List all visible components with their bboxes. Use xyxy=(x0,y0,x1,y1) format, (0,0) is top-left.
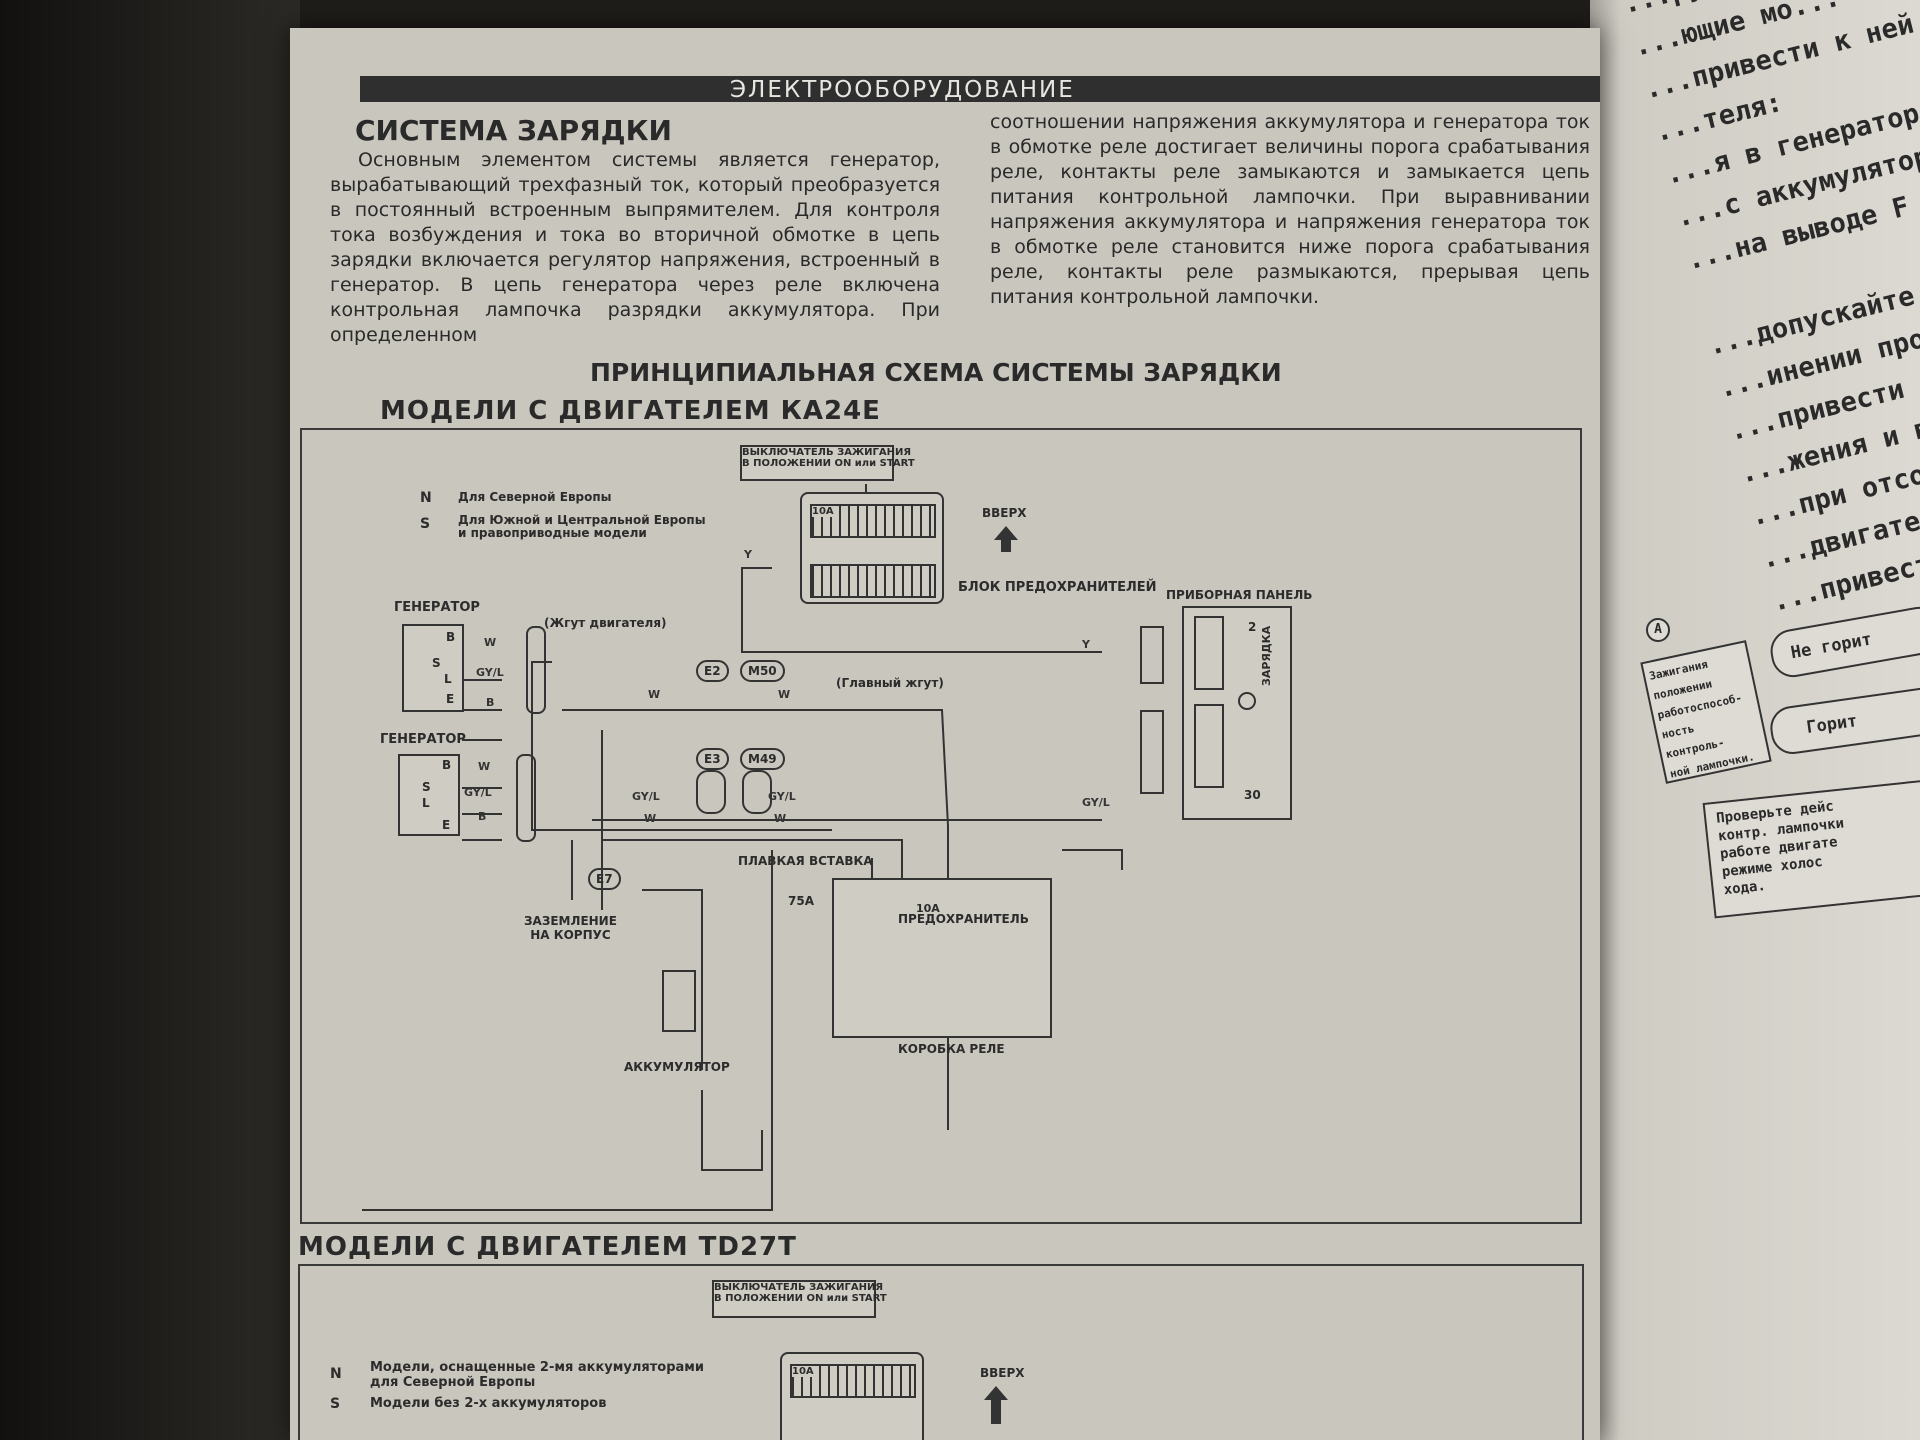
connector-e7: E7 xyxy=(588,868,621,890)
generator2: B S L E xyxy=(398,754,460,836)
generator2-label: ГЕНЕРАТОР xyxy=(380,732,466,747)
legend-no-two-batteries: Модели без 2-х аккумуляторов xyxy=(370,1396,607,1411)
legend-s-icon: S xyxy=(420,516,431,532)
legend-n-icon: N xyxy=(420,490,432,506)
fuse-row-bottom xyxy=(810,564,936,598)
panel-connector-bottom xyxy=(1194,704,1224,788)
section-title: ЭЛЕКТРООБОРУДОВАНИЕ xyxy=(730,77,1075,103)
fusible-link-label: ПЛАВКАЯ ВСТАВКА xyxy=(738,854,873,868)
diagram-td27t: ВЫКЛЮЧАТЕЛЬ ЗАЖИГАНИЯ В ПОЛОЖЕНИИ ON или… xyxy=(298,1264,1584,1440)
fuse-row-td27t xyxy=(790,1364,916,1398)
fuse-block: 10A xyxy=(800,492,944,604)
charge-lamp-label: ЗАРЯДКА xyxy=(1260,625,1273,686)
ignition-switch: ВЫКЛЮЧАТЕЛЬ ЗАЖИГАНИЯ В ПОЛОЖЕНИИ ON или… xyxy=(740,445,915,481)
connector-m49-body xyxy=(742,770,772,814)
generator1: B S L E xyxy=(402,624,464,712)
fusible-75a: 75A xyxy=(788,894,814,908)
legend-n-icon-td27t: N xyxy=(330,1366,342,1382)
model-td27t-heading: МОДЕЛИ С ДВИГАТЕЛЕМ TD27T xyxy=(298,1232,797,1262)
up-arrow-stem-td27t xyxy=(991,1400,1001,1424)
legend-north-europe: Для Северной Европы xyxy=(458,490,612,504)
flow-check-box: Проверьте дейс контр. лампочки работе дв… xyxy=(1702,777,1920,919)
background-left xyxy=(0,0,300,1440)
engine-harness-bar-bottom xyxy=(516,754,536,842)
up-arrow-icon xyxy=(994,526,1018,540)
connector-m49: M49 xyxy=(740,748,785,770)
flow-lit: Горит xyxy=(1767,683,1920,757)
article-text-right: соотношении напряжения аккумулятора и ге… xyxy=(990,111,1590,308)
generator1-label: ГЕНЕРАТОР xyxy=(394,600,480,615)
right-page: ...ругации ...ющие мо... ...привести к н… xyxy=(1590,0,1920,1440)
relay-box-label: КОРОБКА РЕЛЕ xyxy=(898,1042,1005,1056)
relay-box: 10A ПРЕДОХРАНИТЕЛЬ xyxy=(832,878,1052,1038)
book-page: ЭЛЕКТРООБОРУДОВАНИЕ СИСТЕМА ЗАРЯДКИ Осно… xyxy=(290,28,1600,1440)
panel-connector-top xyxy=(1194,616,1224,690)
main-harness-label: (Главный жгут) xyxy=(836,676,944,690)
diagram-ka24e: ВЫКЛЮЧАТЕЛЬ ЗАЖИГАНИЯ В ПОЛОЖЕНИИ ON или… xyxy=(300,428,1582,1224)
connector-panel-left-bottom xyxy=(1140,710,1164,794)
connector-e3: E3 xyxy=(696,748,729,770)
charge-lamp-icon xyxy=(1238,692,1256,710)
up-label: ВВЕРХ xyxy=(982,506,1027,520)
section-header-bar: ЭЛЕКТРООБОРУДОВАНИЕ xyxy=(360,76,1600,103)
battery xyxy=(662,970,696,1032)
up-arrow-icon-td27t xyxy=(984,1386,1008,1400)
engine-harness-label: (Жгут двигателя) xyxy=(544,616,667,630)
ignition-switch-td27t: ВЫКЛЮЧАТЕЛЬ ЗАЖИГАНИЯ В ПОЛОЖЕНИИ ON или… xyxy=(712,1280,887,1318)
instrument-panel: 2 ЗАРЯДКА 30 xyxy=(1182,606,1292,820)
connector-m50: M50 xyxy=(740,660,785,682)
legend-two-batteries: Модели, оснащенные 2-мя аккумуляторами д… xyxy=(370,1360,705,1390)
up-label-td27t: ВВЕРХ xyxy=(980,1366,1025,1380)
connector-panel-left-top xyxy=(1140,626,1164,684)
article-text-left: Основным элементом системы является гене… xyxy=(330,149,940,346)
model-ka24e-heading: МОДЕЛИ С ДВИГАТЕЛЕМ КА24Е xyxy=(380,396,881,426)
ground-label: ЗАЗЕМЛЕНИЕ НА КОРПУС xyxy=(524,914,617,942)
legend-s-icon-td27t: S xyxy=(330,1396,341,1412)
instrument-panel-label: ПРИБОРНАЯ ПАНЕЛЬ xyxy=(1166,588,1313,602)
fuse-label: ПРЕДОХРАНИТЕЛЬ xyxy=(898,912,1029,926)
connector-e3-body xyxy=(696,770,726,814)
scheme-title: ПРИНЦИПИАЛЬНАЯ СХЕМА СИСТЕМЫ ЗАРЯДКИ xyxy=(590,358,1282,387)
fuse-block-td27t: 10A xyxy=(780,1352,924,1440)
up-arrow-stem xyxy=(1001,540,1011,552)
connector-e2: E2 xyxy=(696,660,729,682)
battery-label: АККУМУЛЯТОР xyxy=(624,1060,730,1074)
flow-marker: A xyxy=(1646,618,1670,642)
engine-harness-bar-top xyxy=(526,626,546,714)
fuse-block-label: БЛОК ПРЕДОХРАНИТЕЛЕЙ xyxy=(958,580,1157,595)
legend-south-europe: Для Южной и Центральной Европы и правопр… xyxy=(458,513,706,540)
right-page-text: ...ругации ...ющие мо... ...привести к н… xyxy=(1620,0,1920,630)
article-title: СИСТЕМА ЗАРЯДКИ xyxy=(355,114,672,147)
flow-box-check-lamp: Зажигания положении работоспособ- ность … xyxy=(1640,640,1772,784)
